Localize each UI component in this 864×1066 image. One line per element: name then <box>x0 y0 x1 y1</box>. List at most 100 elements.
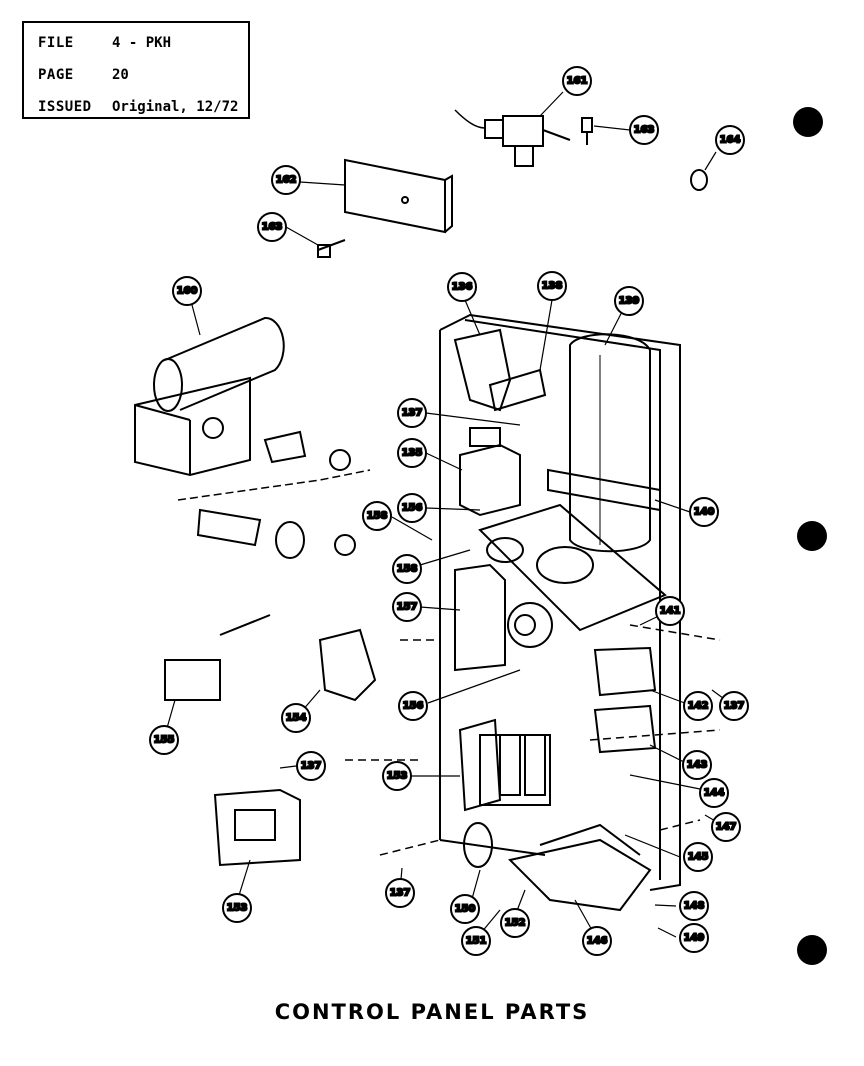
callout-145: 145 <box>683 842 713 872</box>
callout-149-label: 149 <box>684 933 705 944</box>
part-157-timer <box>454 563 553 672</box>
callout-137-d: 137 <box>385 878 415 908</box>
part-135-relay <box>459 427 521 517</box>
callout-163-left: 163 <box>257 212 287 242</box>
callout-139-label: 139 <box>619 296 640 307</box>
callout-149: 149 <box>679 923 709 953</box>
callout-153-b: 153 <box>222 893 252 923</box>
callout-138: 138 <box>537 271 567 301</box>
issued-value: Original, 12/72 <box>112 99 239 115</box>
callout-164-label: 164 <box>720 135 741 146</box>
part-154-cover <box>318 628 377 702</box>
callout-146-label: 146 <box>587 936 608 947</box>
callout-154-label: 154 <box>286 713 307 724</box>
callout-148: 148 <box>679 891 709 921</box>
callout-155: 155 <box>149 725 179 755</box>
callout-162-label: 162 <box>276 175 297 186</box>
file-info-box: FILE 4 - PKH PAGE 20 ISSUED Original, 12… <box>22 21 250 119</box>
callout-164: 164 <box>715 125 745 155</box>
part-139-capacitor <box>569 333 651 553</box>
callout-147: 147 <box>711 812 741 842</box>
part-146-transformer <box>508 823 652 912</box>
callout-153-b-label: 153 <box>227 903 248 914</box>
callout-153-a-label: 153 <box>387 771 408 782</box>
binder-hole-top <box>793 107 823 137</box>
callout-135-label: 135 <box>402 448 423 459</box>
callout-156-b: 156 <box>398 691 428 721</box>
callout-162: 162 <box>271 165 301 195</box>
callout-157-label: 157 <box>397 602 418 613</box>
callout-147-label: 147 <box>716 822 737 833</box>
callout-135: 135 <box>397 438 427 468</box>
callout-158-a-label: 158 <box>367 511 388 522</box>
part-160-capacitor <box>134 316 371 559</box>
part-164-nut <box>690 169 708 191</box>
callout-137-b-label: 137 <box>724 701 745 712</box>
part-163-screw-lower <box>317 239 346 258</box>
part-161-valve <box>454 109 571 167</box>
part-155-switch <box>164 614 271 701</box>
part-143-terminal-block <box>593 704 657 754</box>
callout-137-b: 137 <box>719 691 749 721</box>
page-label: PAGE <box>38 67 74 83</box>
part-142-terminal-block <box>593 646 657 697</box>
callout-157: 157 <box>392 592 422 622</box>
callout-156-a-label: 156 <box>402 503 423 514</box>
file-label: FILE <box>38 35 74 51</box>
callout-137-a: 137 <box>397 398 427 428</box>
part-136-bracket <box>453 328 512 412</box>
callout-141: 141 <box>655 596 685 626</box>
callout-150-label: 150 <box>455 904 476 915</box>
callout-137-c: 137 <box>296 751 326 781</box>
callout-136: 136 <box>447 272 477 302</box>
callout-143-label: 143 <box>687 760 708 771</box>
binder-hole-middle <box>797 521 827 551</box>
callout-163-top-label: 163 <box>634 125 655 136</box>
callout-163-left-label: 163 <box>262 222 283 233</box>
callout-leaders <box>164 91 732 940</box>
page-value: 20 <box>112 67 129 83</box>
callout-144: 144 <box>699 778 729 808</box>
part-162-bracket <box>344 158 453 234</box>
callout-140: 140 <box>689 497 719 527</box>
callout-143: 143 <box>682 750 712 780</box>
callout-141-label: 141 <box>660 606 681 617</box>
callout-137-c-label: 137 <box>301 761 322 772</box>
assembly-guide-lines <box>345 624 721 856</box>
file-value: 4 - PKH <box>112 35 172 51</box>
callout-142-label: 142 <box>688 701 709 712</box>
callout-150: 150 <box>450 894 480 924</box>
callout-137-a-label: 137 <box>402 408 423 419</box>
callout-161: 161 <box>562 66 592 96</box>
callout-158-b: 158 <box>392 554 422 584</box>
part-153-transformer <box>458 718 551 812</box>
part-163-screw <box>581 117 593 145</box>
callout-146: 146 <box>582 926 612 956</box>
callout-148-label: 148 <box>684 901 705 912</box>
part-140-strap <box>547 468 661 512</box>
callout-140-label: 140 <box>694 507 715 518</box>
part-150-grommet <box>463 822 493 868</box>
callout-151: 151 <box>461 926 491 956</box>
callout-153-a: 153 <box>382 761 412 791</box>
callout-156-a: 156 <box>397 493 427 523</box>
callout-137-d-label: 137 <box>390 888 411 899</box>
callout-161-label: 161 <box>567 76 588 87</box>
callout-152: 152 <box>500 908 530 938</box>
callout-163-top: 163 <box>629 115 659 145</box>
part-138-strap <box>488 368 547 412</box>
callout-152-label: 152 <box>505 918 526 929</box>
callout-155-label: 155 <box>154 735 175 746</box>
issued-label: ISSUED <box>38 99 92 115</box>
callout-144-label: 144 <box>704 788 725 799</box>
callout-139: 139 <box>614 286 644 316</box>
support-bracket <box>478 503 667 632</box>
callout-151-label: 151 <box>466 936 487 947</box>
callout-160: 160 <box>172 276 202 306</box>
callout-142: 142 <box>683 691 713 721</box>
callout-156-b-label: 156 <box>403 701 424 712</box>
callout-154: 154 <box>281 703 311 733</box>
callout-160-label: 160 <box>177 286 198 297</box>
callout-158-a: 158 <box>362 501 392 531</box>
